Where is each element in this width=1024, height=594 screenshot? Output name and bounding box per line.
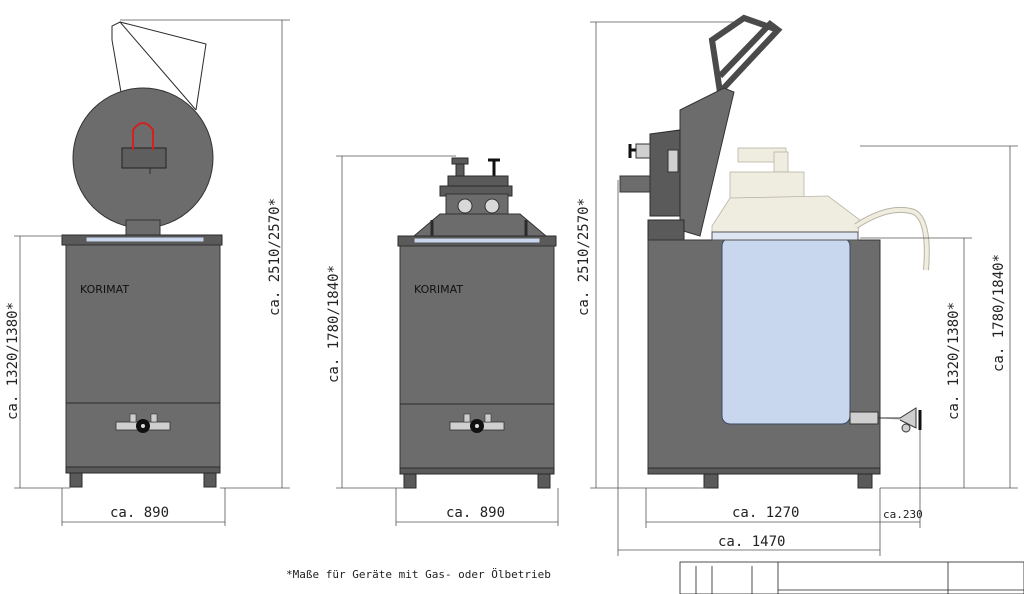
dim-height-body-side: ca. 1320/1380*	[946, 302, 962, 420]
dim-height-closed-side: ca. 1780/1840*	[991, 254, 1007, 372]
red-lock-handle	[132, 122, 154, 150]
dim-height-closed: ca. 1780/1840*	[326, 265, 342, 383]
ghost-lid	[711, 147, 930, 271]
vessel	[721, 237, 851, 425]
dim-outlet-side: ca.230	[883, 508, 923, 521]
dim-depth-total-side: ca. 1470	[718, 534, 785, 550]
dim-height-total-side: ca. 2510/2570*	[576, 198, 592, 316]
dim-height-total-front: ca. 2510/2570*	[267, 198, 283, 316]
brand-label-closed: KORIMAT	[414, 283, 463, 296]
footnote: *Maße für Geräte mit Gas- oder Ölbetrieb	[286, 568, 551, 581]
dim-width-closed: ca. 890	[446, 505, 505, 521]
drain-valve-closed	[449, 413, 505, 433]
front-view-open: KORIMAT ca. 2510/2570* ca. 1320/1380* ca…	[5, 19, 290, 526]
lid-lock-box	[121, 147, 167, 169]
drain-valve	[115, 413, 171, 433]
front-view-closed: KORIMAT ca. 1780/1840* ca. 890	[326, 155, 559, 526]
dim-height-body-front: ca. 1320/1380*	[5, 302, 21, 420]
outlet-valve	[878, 407, 922, 433]
lid-handle	[111, 21, 197, 111]
brand-label: KORIMAT	[80, 283, 129, 296]
title-block	[679, 561, 1024, 594]
dim-depth-side: ca. 1270	[732, 505, 799, 521]
open-lid	[619, 14, 783, 237]
dim-width-front: ca. 890	[110, 505, 169, 521]
side-view: ca. 2510/2570* ca. 1320/1380* ca. 1780/1…	[576, 14, 1018, 556]
